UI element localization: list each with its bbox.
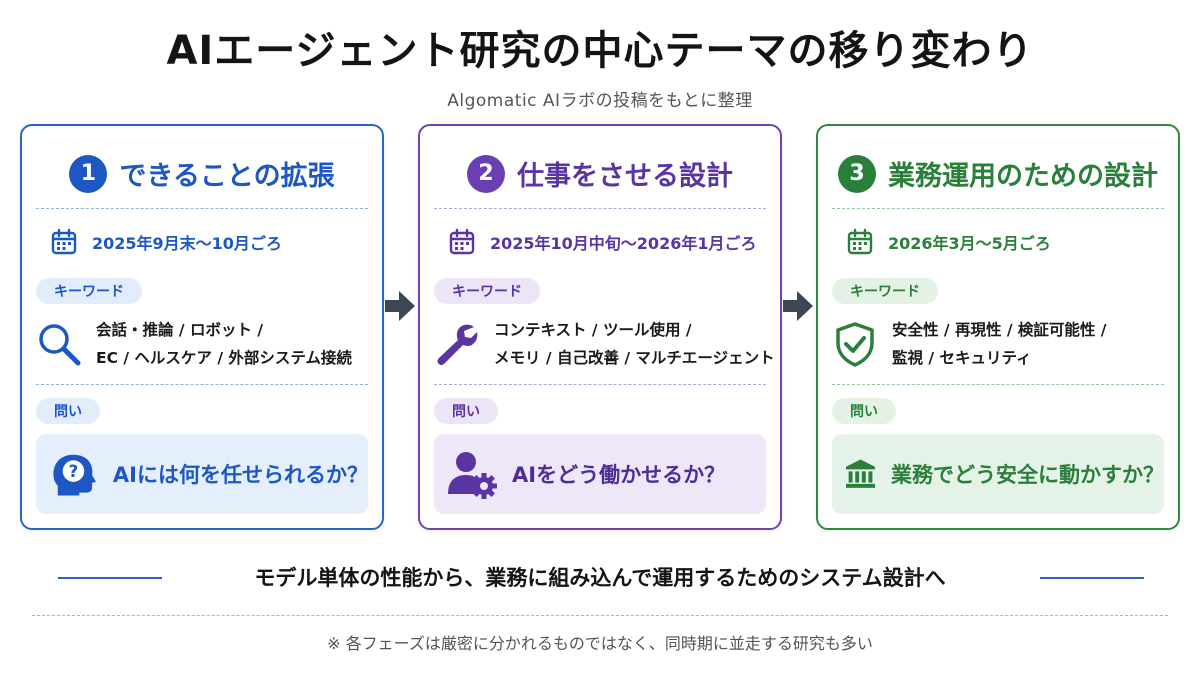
calendar-icon xyxy=(847,228,873,255)
card-header: 3 業務運用のための設計 xyxy=(818,154,1178,193)
svg-text:?: ? xyxy=(69,462,79,481)
divider xyxy=(832,208,1164,209)
conclusion-rule-right xyxy=(1040,577,1144,579)
keyword-line-1: コンテキスト / ツール使用 / xyxy=(494,321,692,339)
keyword-tag: キーワード xyxy=(36,278,142,304)
page-title: AIエージェント研究の中心テーマの移り変わり xyxy=(166,28,1034,74)
phase-number-badge: 3 xyxy=(838,154,876,193)
phase-heading: 業務運用のための設計 xyxy=(888,161,1158,192)
keyword-line-2: 監視 / セキュリティ xyxy=(892,349,1032,367)
keyword-line-1: 安全性 / 再現性 / 検証可能性 / xyxy=(892,321,1107,339)
keyword-row: 会話・推論 / ロボット / EC / ヘルスケア / 外部システム接続 xyxy=(36,316,352,372)
period-text: 2025年10月中旬〜2026年1月ごろ xyxy=(490,234,757,253)
arrow-right-icon xyxy=(783,291,813,321)
divider xyxy=(434,384,766,385)
calendar-icon xyxy=(51,228,77,255)
shield-check-icon xyxy=(836,322,874,367)
divider xyxy=(36,384,368,385)
period-text: 2025年9月末〜10月ごろ xyxy=(92,234,282,253)
arrow-right-icon xyxy=(385,291,415,321)
conclusion-rule-left xyxy=(58,577,162,579)
phase-card-3: 3 業務運用のための設計 2026年3月〜5月ごろ キーワード 安全性 / 再現… xyxy=(816,124,1180,530)
question-text: AIをどう働かせるか？ xyxy=(512,463,726,487)
question-box: AIをどう働かせるか？ xyxy=(434,434,766,514)
question-text: AIには何を任せられるか？ xyxy=(112,463,368,487)
keyword-row: コンテキスト / ツール使用 / メモリ / 自己改善 / マルチエージェント xyxy=(434,316,775,372)
keyword-list: 安全性 / 再現性 / 検証可能性 / 監視 / セキュリティ xyxy=(892,316,1106,372)
question-text: 業務でどう安全に動かすか？ xyxy=(891,463,1164,487)
phase-heading: 仕事をさせる設計 xyxy=(517,161,733,192)
divider xyxy=(832,384,1164,385)
bank-building-icon xyxy=(845,459,876,488)
phase-card-2: 2 仕事をさせる設計 2025年10月中旬〜2026年1月ごろ キーワード コン… xyxy=(418,124,782,530)
period-row: 2026年3月〜5月ごろ xyxy=(846,228,1051,256)
question-tag: 問い xyxy=(434,398,498,424)
period-row: 2025年10月中旬〜2026年1月ごろ xyxy=(448,228,756,256)
divider xyxy=(36,208,368,209)
keyword-line-2: EC / ヘルスケア / 外部システム接続 xyxy=(96,349,352,367)
question-tag: 問い xyxy=(36,398,100,424)
phase-heading: できることの拡張 xyxy=(119,161,335,192)
phase-card-1: 1 できることの拡張 2025年9月末〜10月ごろ キーワード 会話・推論 / … xyxy=(20,124,384,530)
card-header: 1 できることの拡張 xyxy=(22,154,382,193)
question-box: 業務でどう安全に動かすか？ xyxy=(832,434,1164,514)
conclusion-text: モデル単体の性能から、業務に組み込んで運用するためのシステム設計へ xyxy=(254,566,946,590)
question-tag: 問い xyxy=(832,398,896,424)
magnifier-icon xyxy=(39,324,81,366)
page-subtitle: Algomatic AIラボの投稿をもとに整理 xyxy=(447,91,753,111)
divider xyxy=(434,208,766,209)
footer-divider xyxy=(32,615,1168,616)
wrench-icon xyxy=(437,324,478,366)
phase-number-badge: 1 xyxy=(69,154,108,193)
footnote: ※ 各フェーズは厳密に分かれるものではなく、同時期に並走する研究も多い xyxy=(327,634,873,653)
head-question-icon: ? xyxy=(53,454,96,496)
keyword-line-1: 会話・推論 / ロボット / xyxy=(96,321,264,339)
period-text: 2026年3月〜5月ごろ xyxy=(888,234,1051,253)
keyword-tag: キーワード xyxy=(832,278,938,304)
keyword-list: 会話・推論 / ロボット / EC / ヘルスケア / 外部システム接続 xyxy=(96,316,352,372)
keyword-line-2: メモリ / 自己改善 / マルチエージェント xyxy=(494,349,775,367)
person-gear-icon xyxy=(448,452,497,499)
phase-number-badge: 2 xyxy=(467,154,505,193)
keyword-list: コンテキスト / ツール使用 / メモリ / 自己改善 / マルチエージェント xyxy=(494,316,775,372)
card-header: 2 仕事をさせる設計 xyxy=(420,154,780,193)
keyword-row: 安全性 / 再現性 / 検証可能性 / 監視 / セキュリティ xyxy=(832,316,1106,372)
calendar-icon xyxy=(449,228,475,255)
period-row: 2025年9月末〜10月ごろ xyxy=(50,228,282,256)
keyword-tag: キーワード xyxy=(434,278,540,304)
question-box: ? AIには何を任せられるか？ xyxy=(36,434,368,514)
